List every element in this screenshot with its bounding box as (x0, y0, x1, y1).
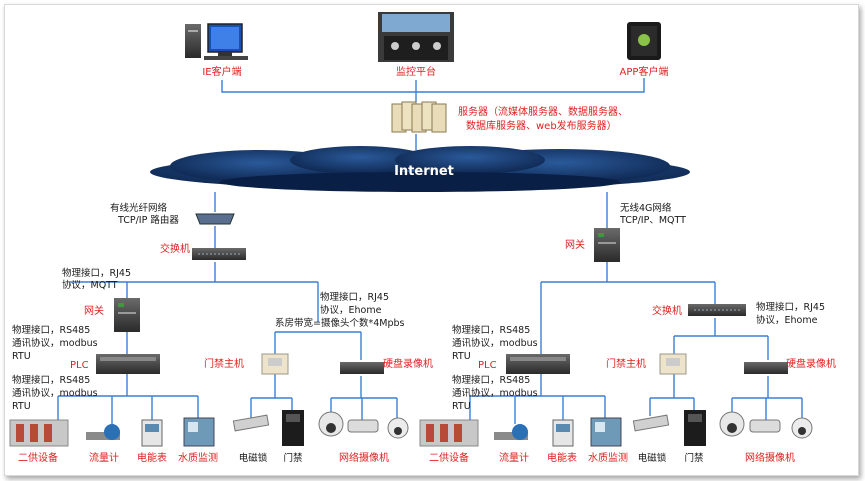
right-gw-label-1: 物理接口，RS485 (452, 324, 530, 336)
server-label-2: 数据库服务器、web发布服务器） (466, 119, 617, 132)
left-door-label: 门禁 (283, 452, 303, 464)
monitor-platform-label: 监控平台 (396, 65, 436, 78)
right-ehome-label-2: 协议，Ehome (756, 314, 818, 326)
right-gateway-label: 网关 (565, 238, 585, 251)
left-water-quality-icon (183, 417, 215, 447)
left-plc-label: PLC (70, 360, 89, 371)
right-camera-label: 网络摄像机 (745, 451, 795, 464)
right-plc-label-1: 物理接口，RS485 (452, 374, 530, 386)
right-flow-label: 流量计 (499, 451, 529, 464)
right-gw-label-3: RTU (452, 351, 471, 362)
right-plc-icon (506, 354, 570, 374)
right-wireless-label-2: TCP/IP、MQTT (619, 215, 686, 226)
right-flowmeter-icon (494, 424, 528, 440)
left-wired-label-1: 有线光纤网络 (110, 202, 168, 214)
left-door-host-label: 门禁主机 (204, 357, 244, 370)
right-door-label: 门禁 (684, 452, 704, 464)
left-plc-label-2: 通讯协议，modbus (12, 387, 98, 399)
left-iface-label-1: 物理接口，RJ45 (62, 267, 131, 279)
left-cameras-icon (318, 411, 409, 439)
left-nvr-icon (340, 362, 384, 374)
right-maglock-icon (632, 414, 670, 432)
right-gw-label-2: 通讯协议，modbus (452, 337, 538, 349)
bandwidth-label: 系房带宽=摄像头个数*4Mpbs (275, 317, 405, 329)
left-switch-icon (192, 248, 246, 260)
left-supply-equipment-icon (9, 419, 69, 447)
right-switch-icon (688, 304, 746, 316)
right-nvr-icon (744, 362, 788, 374)
left-wired-label-2: TCP/IP 路由器 (117, 214, 179, 226)
left-supply-label: 二供设备 (18, 451, 58, 464)
right-door-host-label: 门禁主机 (606, 357, 646, 370)
right-lock-label: 电磁锁 (638, 452, 667, 464)
connection-lines (57, 78, 803, 424)
right-nvr-label: 硬盘录像机 (786, 357, 836, 370)
left-iface-label-2: 协议，MQTT (62, 279, 118, 291)
right-ehome-label-1: 物理接口，RJ45 (756, 301, 825, 313)
left-energy-meter-icon (141, 419, 163, 447)
right-supply-equipment-icon (419, 419, 479, 447)
left-gw-label-2: 通讯协议，modbus (12, 337, 98, 349)
left-plc-icon (96, 354, 160, 374)
left-water-label: 水质监测 (178, 451, 218, 464)
left-flow-label: 流量计 (89, 451, 119, 464)
server-cluster-icon (391, 101, 447, 133)
ie-client-label: IE客户端 (202, 65, 241, 78)
left-ehome-label-1: 物理接口，RJ45 (320, 291, 389, 303)
right-supply-label: 二供设备 (429, 451, 469, 464)
right-water-quality-icon (590, 417, 622, 447)
right-energy-meter-icon (552, 419, 574, 447)
right-door-host-icon (659, 353, 687, 375)
left-gw-label-3: RTU (12, 351, 31, 362)
monitoring-platform-icon (378, 12, 454, 62)
right-switch-label: 交换机 (652, 304, 682, 317)
left-maglock-icon (232, 414, 270, 432)
right-wireless-label-1: 无线4G网络 (620, 202, 672, 214)
diagram-frame (4, 4, 859, 476)
left-switch-label: 交换机 (160, 242, 190, 255)
internet-label: Internet (394, 164, 454, 179)
left-plc-label-3: RTU (12, 401, 31, 412)
left-access-keypad-icon (282, 410, 304, 446)
router-icon (195, 213, 235, 225)
left-ehome-label-2: 协议，Ehome (320, 304, 382, 316)
right-plc-label: PLC (478, 360, 497, 371)
pc-icon (185, 23, 248, 60)
left-flowmeter-icon (86, 424, 120, 440)
right-gateway-icon (594, 228, 620, 262)
left-door-host-icon (261, 353, 289, 375)
left-camera-label: 网络摄像机 (339, 451, 389, 464)
internet-cloud (150, 146, 690, 192)
tablet-icon (627, 22, 661, 60)
right-access-keypad-icon (684, 410, 706, 446)
left-meter-label: 电能表 (137, 451, 167, 464)
left-lock-label: 电磁锁 (239, 452, 268, 464)
right-plc-label-2: 通讯协议，modbus (452, 387, 538, 399)
left-gw-label-1: 物理接口，RS485 (12, 324, 90, 336)
left-gateway-icon (114, 298, 140, 332)
right-plc-label-3: RTU (452, 401, 471, 412)
left-gateway-label: 网关 (84, 304, 104, 317)
left-nvr-label: 硬盘录像机 (383, 357, 433, 370)
right-meter-label: 电能表 (547, 451, 577, 464)
server-label-1: 服务器（流媒体服务器、数据服务器、 (458, 105, 628, 118)
app-client-label: APP客户端 (620, 65, 669, 78)
right-water-label: 水质监测 (588, 451, 628, 464)
right-cameras-icon (719, 411, 813, 439)
left-plc-label-1: 物理接口，RS485 (12, 374, 90, 386)
